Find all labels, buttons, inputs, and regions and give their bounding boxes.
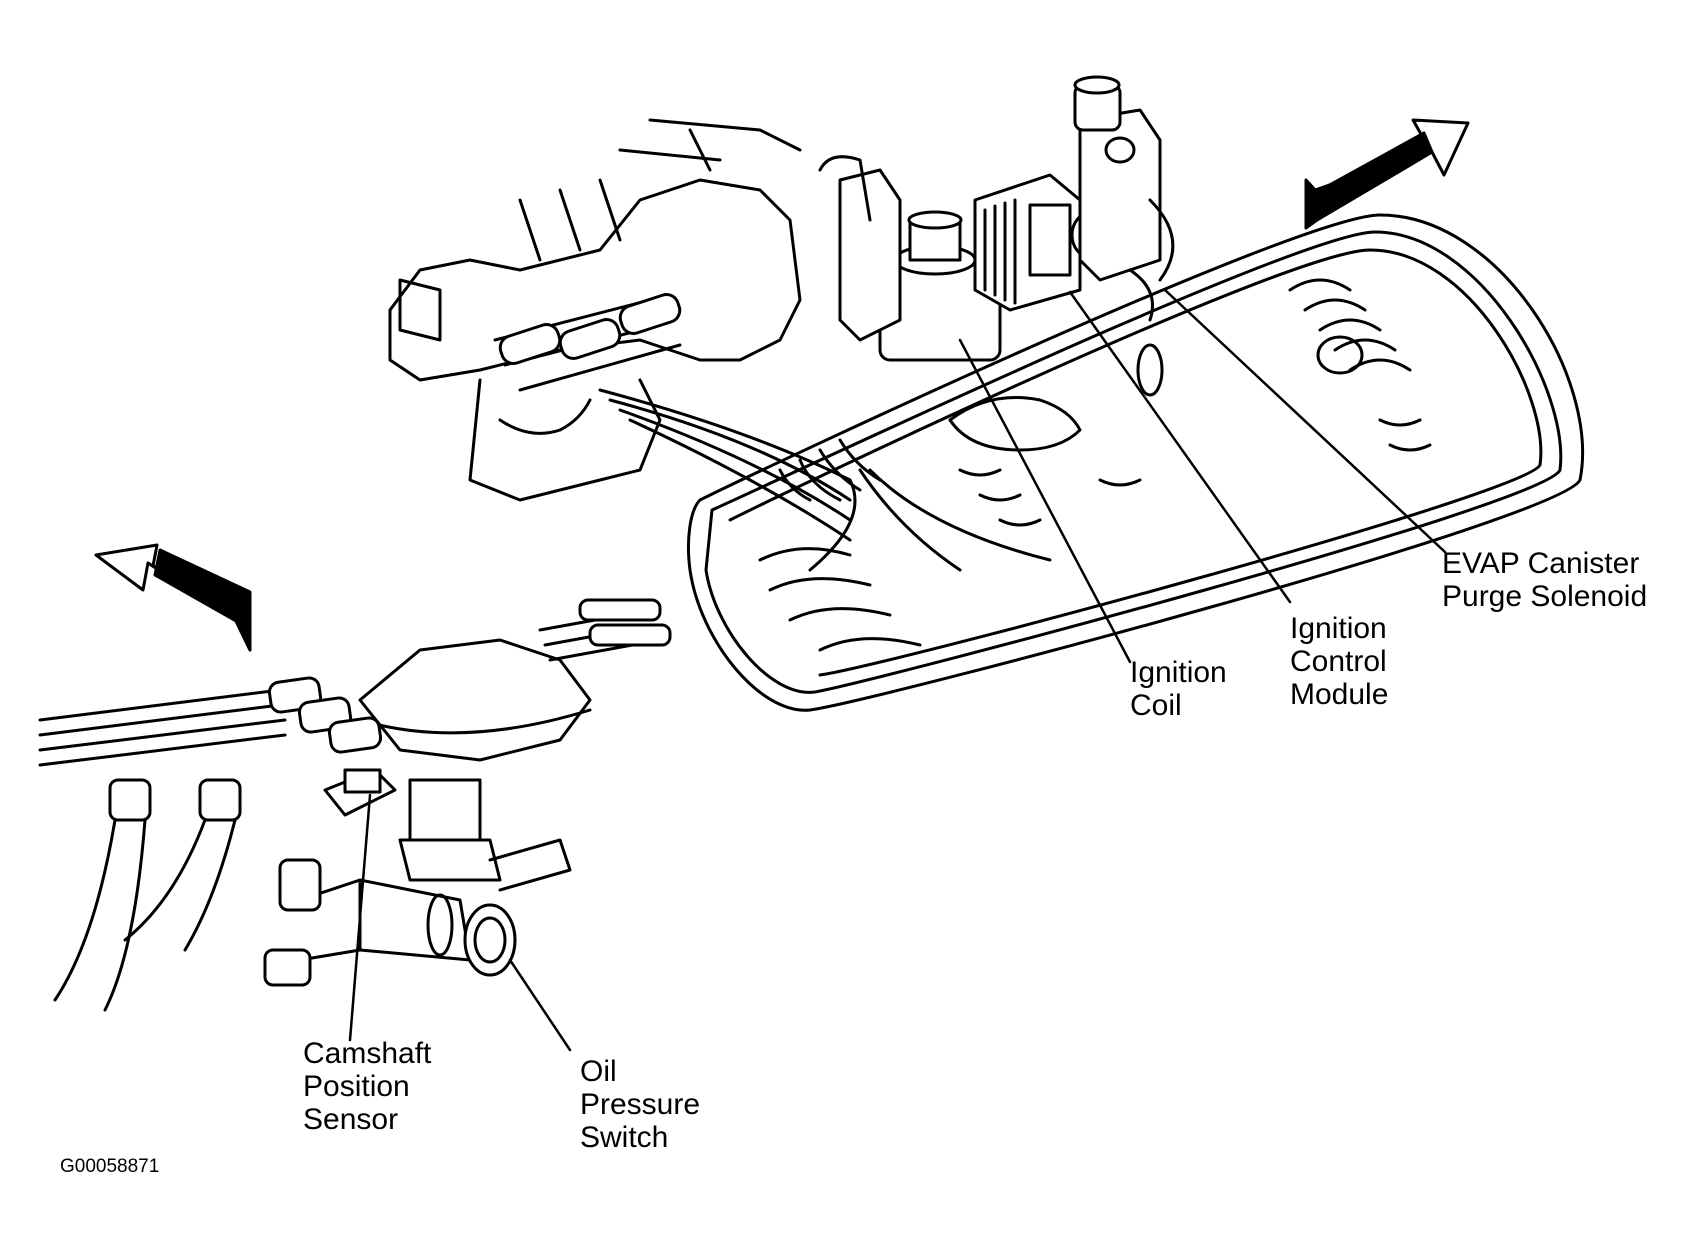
leader-line-evap — [1163, 288, 1447, 554]
label-cam-line-3: Sensor — [303, 1103, 399, 1136]
direction-arrow-upper — [1304, 118, 1470, 230]
intake-manifold-area — [388, 118, 802, 502]
label-oil-pressure-switch: Oil Pressure Switch — [580, 1055, 700, 1154]
leader-lines — [348, 288, 1447, 1052]
leader-line-icm — [1068, 290, 1292, 604]
label-icm-line-2: Control — [1290, 645, 1387, 678]
label-oil-line-2: Pressure — [580, 1088, 701, 1121]
label-ignition-control-module: Ignition Control Module — [1290, 612, 1388, 711]
label-evap-line-2: Purge Solenoid — [1442, 580, 1648, 613]
ignition-coil-drawing — [818, 155, 1002, 362]
label-oil-line-1: Oil — [580, 1055, 617, 1088]
distributor-area — [38, 598, 672, 767]
leader-line-oil — [508, 958, 572, 1052]
label-icm-line-3: Module — [1290, 678, 1389, 711]
label-coil-line-1: Ignition — [1130, 656, 1227, 689]
label-evap-canister-purge-solenoid: EVAP Canister Purge Solenoid — [1442, 547, 1647, 613]
label-coil-line-2: Coil — [1130, 689, 1182, 722]
leader-line-cam — [348, 793, 372, 1042]
plug-wires-upper — [493, 293, 1052, 572]
label-cam-line-1: Camshaft — [303, 1037, 432, 1070]
evap-solenoid-drawing — [1073, 75, 1175, 322]
oil-pressure-switch-drawing — [298, 878, 517, 977]
valve-cover — [686, 213, 1585, 712]
camshaft-sensor-drawing — [323, 768, 397, 817]
distributor-base — [398, 778, 572, 892]
lower-hoses — [53, 778, 322, 1012]
label-cam-line-2: Position — [303, 1070, 410, 1103]
label-evap-line-1: EVAP Canister — [1442, 547, 1640, 580]
leader-line-coil — [958, 338, 1132, 664]
label-oil-line-3: Switch — [580, 1121, 669, 1154]
label-icm-line-1: Ignition — [1290, 612, 1387, 645]
label-camshaft-position-sensor: Camshaft Position Sensor — [303, 1037, 431, 1136]
figure-id: G00058871 — [60, 1156, 160, 1177]
label-ignition-coil: Ignition Coil — [1130, 656, 1227, 722]
direction-arrow-lower — [94, 543, 252, 652]
